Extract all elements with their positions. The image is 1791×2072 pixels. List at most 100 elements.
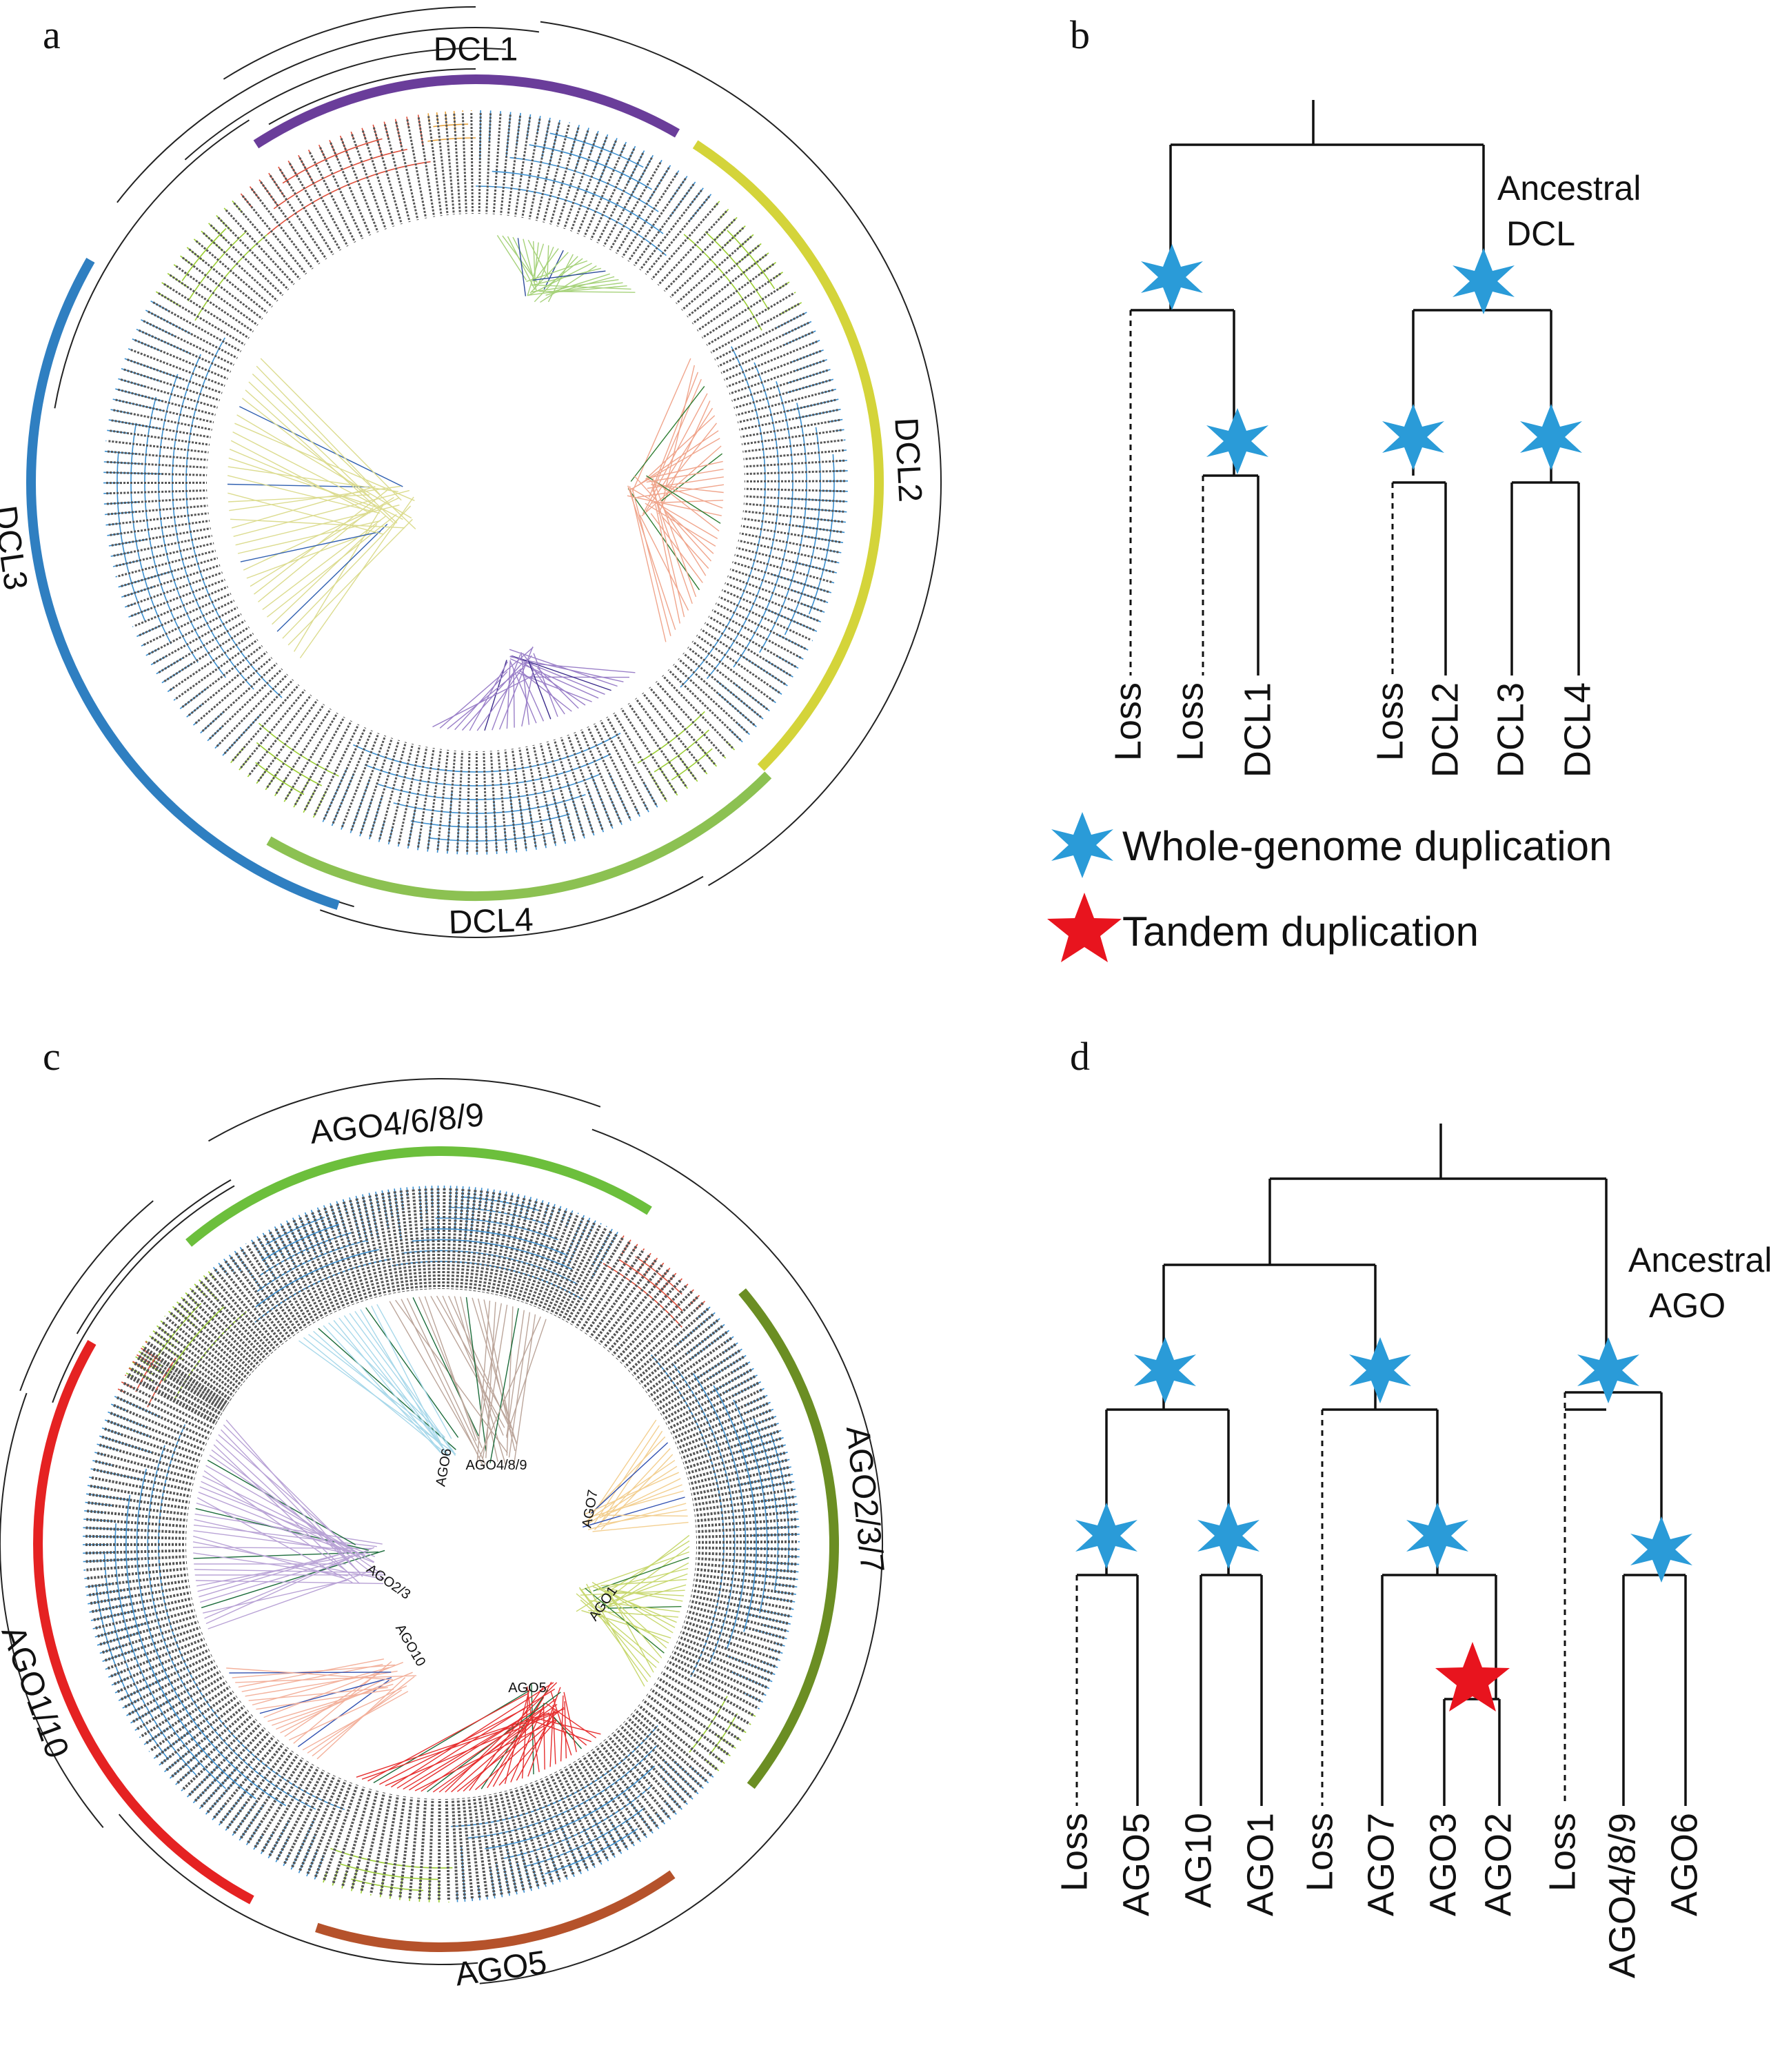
branch-arc bbox=[706, 362, 780, 680]
tip-text-line bbox=[232, 1750, 294, 1834]
synteny-link bbox=[579, 1588, 648, 1683]
tip-text-line bbox=[202, 232, 279, 302]
synteny-link bbox=[476, 655, 532, 731]
synteny-link bbox=[376, 1303, 452, 1439]
synteny-link bbox=[645, 407, 714, 512]
tip-text-line bbox=[635, 698, 697, 780]
synteny-link bbox=[599, 1509, 687, 1525]
tip-text-line bbox=[478, 1796, 496, 1896]
tip-text-line bbox=[175, 638, 259, 700]
tip-text-line bbox=[590, 1749, 653, 1832]
synteny-link bbox=[478, 1316, 541, 1458]
tip-text-line bbox=[482, 1192, 502, 1293]
wgd-star-icon bbox=[1075, 1503, 1137, 1569]
tip-text-line bbox=[145, 1685, 231, 1745]
synteny-link bbox=[228, 494, 370, 502]
tip-text-line bbox=[175, 265, 259, 326]
synteny-link bbox=[409, 1714, 528, 1791]
tip-text-line bbox=[86, 1518, 188, 1528]
tip-text-line bbox=[525, 1208, 562, 1304]
tip-label: Loss bbox=[1169, 682, 1211, 761]
tip-text-line bbox=[143, 320, 234, 366]
synteny-link bbox=[211, 1449, 372, 1573]
tip-text-line bbox=[520, 1206, 556, 1303]
tip-label: DCL1 bbox=[1237, 682, 1278, 778]
tip-text-line bbox=[126, 1375, 217, 1425]
synteny-link bbox=[527, 263, 592, 296]
tip-text-line bbox=[436, 749, 449, 851]
tip-text-line bbox=[472, 1796, 489, 1897]
dcl-model-loss-branches bbox=[1129, 310, 1394, 676]
synteny-link bbox=[256, 365, 381, 495]
tip-label: AGO5 bbox=[1115, 1813, 1157, 1916]
tip-text-line bbox=[130, 348, 225, 387]
outer-branch-arc bbox=[479, 1764, 824, 1984]
tip-text-line bbox=[606, 716, 658, 806]
synteny-link bbox=[584, 1472, 679, 1515]
tip-text-line bbox=[88, 1492, 189, 1510]
tip-text-line bbox=[446, 1188, 452, 1290]
branch-arc bbox=[705, 231, 769, 311]
tip-text-line bbox=[504, 749, 518, 850]
tip-text-line bbox=[86, 1561, 188, 1572]
tip-text-line bbox=[412, 1189, 423, 1290]
synteny-link bbox=[527, 659, 552, 720]
tip-text-line bbox=[451, 1188, 458, 1290]
tip-text-line bbox=[744, 495, 845, 502]
tip-text-line bbox=[104, 1428, 201, 1463]
outer-branch-arc bbox=[184, 47, 506, 161]
synteny-link bbox=[475, 1720, 554, 1791]
tip-text-line bbox=[507, 1201, 538, 1299]
tip-text-line bbox=[682, 652, 762, 718]
tip-text-line bbox=[217, 216, 290, 291]
tip-text-line bbox=[138, 329, 232, 373]
synteny-link bbox=[259, 1677, 392, 1714]
synteny-link bbox=[602, 1573, 688, 1605]
branch-arc bbox=[492, 170, 664, 234]
synteny-link bbox=[642, 393, 708, 514]
tip-text-line bbox=[549, 1774, 596, 1866]
synteny-link bbox=[655, 505, 680, 624]
tip-text-line bbox=[291, 1775, 336, 1868]
branch-arc bbox=[433, 123, 469, 128]
tip-text-line bbox=[247, 1757, 304, 1844]
synteny-link bbox=[276, 523, 388, 632]
wgd-star-icon bbox=[1453, 248, 1515, 314]
synteny-link bbox=[600, 1430, 663, 1523]
tip-text-line bbox=[706, 292, 794, 346]
tip-text-line bbox=[460, 1189, 471, 1290]
tip-text-line bbox=[276, 1769, 325, 1860]
tip-text-line bbox=[306, 1780, 347, 1875]
synteny-link bbox=[199, 1486, 376, 1558]
branch-arc bbox=[392, 1261, 583, 1300]
tip-text-line bbox=[113, 1403, 208, 1446]
synteny-link bbox=[505, 1319, 547, 1436]
synteny-link bbox=[245, 1670, 398, 1697]
branch-arc bbox=[393, 794, 586, 814]
ago-model-loss-branches bbox=[1075, 1392, 1566, 1806]
tip-text-line bbox=[542, 124, 570, 223]
outer-branch-arc bbox=[54, 119, 250, 409]
tip-text-line bbox=[117, 1648, 210, 1694]
tip-text-line bbox=[298, 156, 349, 247]
tip-text-line bbox=[388, 743, 414, 842]
tip-text-line bbox=[230, 1256, 292, 1339]
tip-text-line bbox=[696, 272, 782, 332]
tip-text-line bbox=[725, 582, 819, 622]
tip-text-line bbox=[186, 1293, 261, 1367]
tip-label: AGO1 bbox=[1239, 1813, 1281, 1916]
tip-text-line bbox=[332, 1786, 365, 1884]
tip-text-line bbox=[532, 744, 556, 844]
synteny-link bbox=[533, 248, 559, 283]
synteny-link bbox=[607, 1588, 683, 1602]
tip-text-line bbox=[309, 152, 356, 243]
branch-arc bbox=[147, 1445, 316, 1810]
tip-text-line bbox=[684, 1436, 782, 1470]
tip-text-line bbox=[261, 1763, 314, 1853]
tip-text-line bbox=[603, 157, 653, 247]
tip-label: Loss bbox=[1053, 1813, 1095, 1891]
branch-arc bbox=[545, 1828, 638, 1875]
synteny-link bbox=[227, 483, 370, 488]
branch-line bbox=[518, 800, 527, 852]
